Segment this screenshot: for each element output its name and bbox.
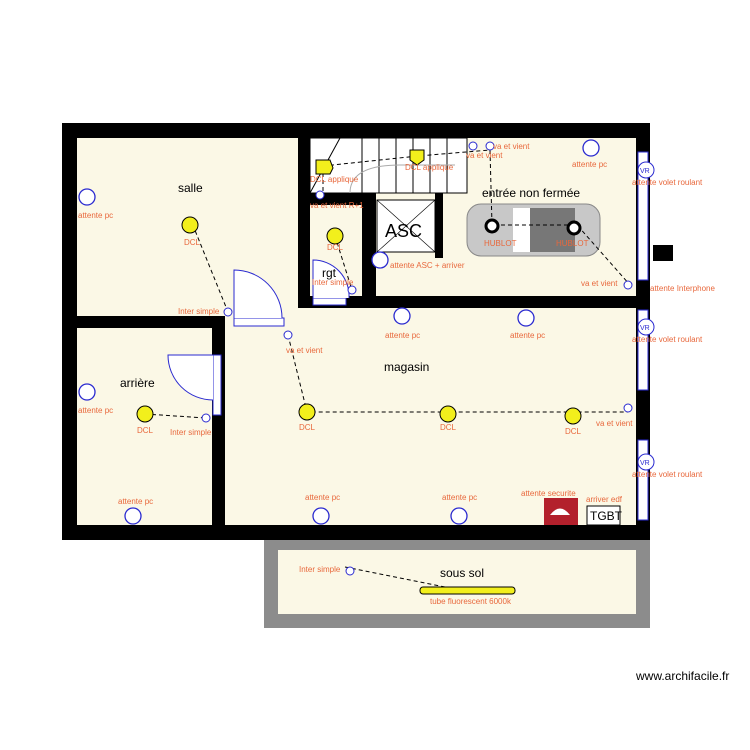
tgbt-label: TGBT [590,509,623,523]
label: DCL applique [405,163,454,172]
label: attente pc [78,211,113,220]
room-arriere: arrière [120,376,155,390]
room-salle: salle [178,181,203,195]
label: DCL [565,427,582,436]
hublot-icon [484,218,582,236]
interphone-icon [653,245,673,261]
room-rgt: rgt [322,266,337,280]
label: va et vient R+1 [310,201,364,210]
label: attente pc [118,497,153,506]
outlet-icon [78,139,600,525]
doors [167,259,350,416]
label: Inter simple [299,565,341,574]
label: DCL [440,423,457,432]
label: attente volet roulant [632,470,703,479]
label: Inter simple [312,278,354,287]
label: DCL [299,423,316,432]
tube-fluorescent [419,586,516,595]
label: attente securite [521,489,576,498]
room-entree: entrée non fermée [482,186,580,200]
label: attente volet roulant [632,335,703,344]
label: attente ASC + arriver [390,261,465,270]
vr-icon [637,161,655,471]
room-sous-sol: sous sol [440,566,484,580]
label: attente Interphone [650,284,715,293]
asc-shaft-wall [435,193,443,258]
label: va et vient [286,346,323,355]
label: DCL [327,243,344,252]
label: HUBLOT [484,239,517,248]
label: attente pc [78,406,113,415]
label: attente pc [442,493,477,502]
vr-label: VR [640,460,650,467]
label: DCL [137,426,154,435]
label: va et vient [596,419,633,428]
tgbt-box [586,505,621,526]
label: DCL [184,238,201,247]
label: DCL applique [310,175,359,184]
room-magasin: magasin [384,360,429,374]
label: attente pc [305,493,340,502]
label: tube fluorescent 6000k [430,597,512,606]
asc-label: ASC [385,221,422,241]
stair-arrow [349,164,455,194]
label: HUBLOT [556,239,589,248]
label: arriver edf [586,495,623,504]
label: va et vient [493,142,530,151]
vr-label: VR [640,325,650,332]
watermark: www.archifacile.fr [635,669,729,683]
label: attente pc [510,331,545,340]
label: attente pc [572,160,607,169]
label: va et vient [581,279,618,288]
switch-icon [201,141,633,576]
light-dcl [136,149,582,425]
label: va et vient [466,151,503,160]
label: attente volet roulant [632,178,703,187]
label: Inter simple [178,307,220,316]
vr-label: VR [640,168,650,175]
basement-floor [278,550,636,614]
label: Inter simple [170,428,212,437]
label: attente pc [385,331,420,340]
asc-wall [362,193,376,296]
windows [637,151,649,521]
